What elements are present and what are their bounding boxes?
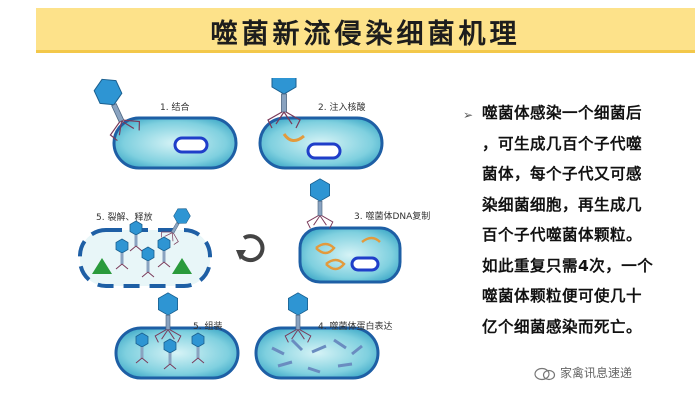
page-title: 噬菌新流侵染细菌机理 bbox=[36, 12, 695, 51]
wechat-icon bbox=[534, 367, 556, 381]
step-label-1: 1. 结合 bbox=[160, 100, 189, 113]
step-5-assembly-panel bbox=[116, 293, 238, 378]
step-label-5: 5. 组装 bbox=[193, 319, 222, 332]
step-4-panel bbox=[256, 293, 378, 378]
step-1-panel bbox=[88, 78, 236, 168]
step-2-panel bbox=[260, 78, 382, 168]
step-label-4: 4. 噬菌体蛋白表达 bbox=[318, 319, 392, 332]
step-label-3: 3. 噬菌体DNA复制 bbox=[354, 209, 430, 222]
step-label-2: 2. 注入核酸 bbox=[318, 100, 365, 113]
step-3-panel bbox=[300, 179, 400, 282]
description-text: 噬菌体感染一个细菌后 ，可生成几百个子代噬 菌体，每个子代又可感 染细菌细胞，再… bbox=[482, 98, 674, 342]
title-bar: 噬菌新流侵染细菌机理 bbox=[36, 8, 695, 53]
watermark-text: 家禽讯息速递 bbox=[560, 366, 632, 380]
triangle-bullet-icon: ➢ bbox=[463, 108, 473, 122]
step-label-6: 5. 裂解、释放 bbox=[96, 210, 152, 223]
cycle-arrow-icon bbox=[236, 236, 262, 260]
watermark: 家禽讯息速递 bbox=[534, 364, 632, 381]
infection-cycle-diagram bbox=[72, 78, 442, 394]
